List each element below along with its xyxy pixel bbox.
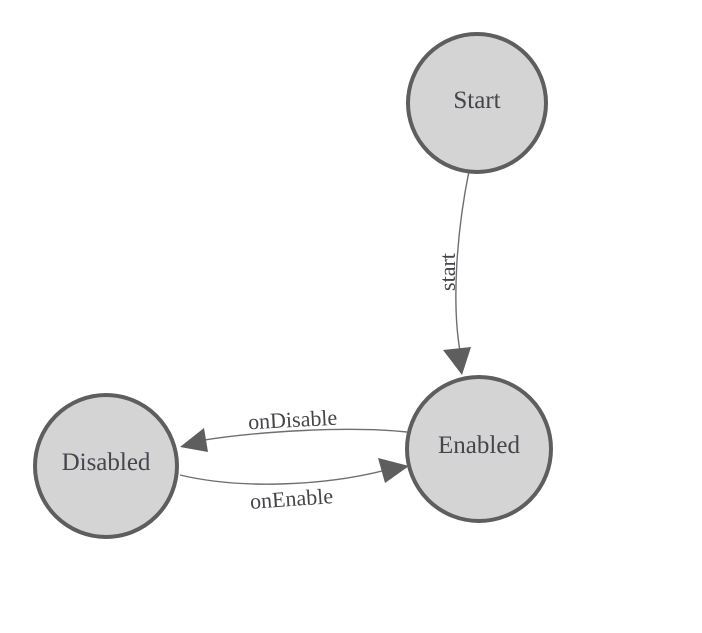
node-enabled-circle[interactable]	[405, 375, 553, 523]
edge-start-line[interactable]	[455, 170, 470, 352]
edge-start-arrowhead-icon	[443, 347, 471, 375]
node-enabled: Enabled	[405, 375, 553, 523]
node-start-label: Start	[453, 87, 500, 114]
edge-start: start	[435, 170, 471, 375]
edge-onenable-label: onEnable	[249, 483, 334, 514]
node-disabled-label: Disabled	[62, 449, 151, 476]
node-enabled-label: Enabled	[438, 432, 520, 459]
node-start: Start	[406, 32, 548, 174]
node-disabled-circle[interactable]	[33, 393, 179, 539]
edge-onenable-line[interactable]	[179, 470, 383, 485]
node-start-circle[interactable]	[406, 32, 548, 174]
edge-start-label: start	[435, 253, 460, 291]
edge-onenable: onEnable	[179, 458, 409, 514]
edge-onenable-arrowhead-icon	[378, 458, 409, 483]
node-disabled: Disabled	[33, 393, 179, 539]
edge-ondisable: onDisable	[180, 405, 408, 452]
edge-ondisable-line[interactable]	[197, 428, 408, 442]
edge-ondisable-arrowhead-icon	[180, 428, 208, 452]
edge-ondisable-label: onDisable	[247, 405, 337, 435]
